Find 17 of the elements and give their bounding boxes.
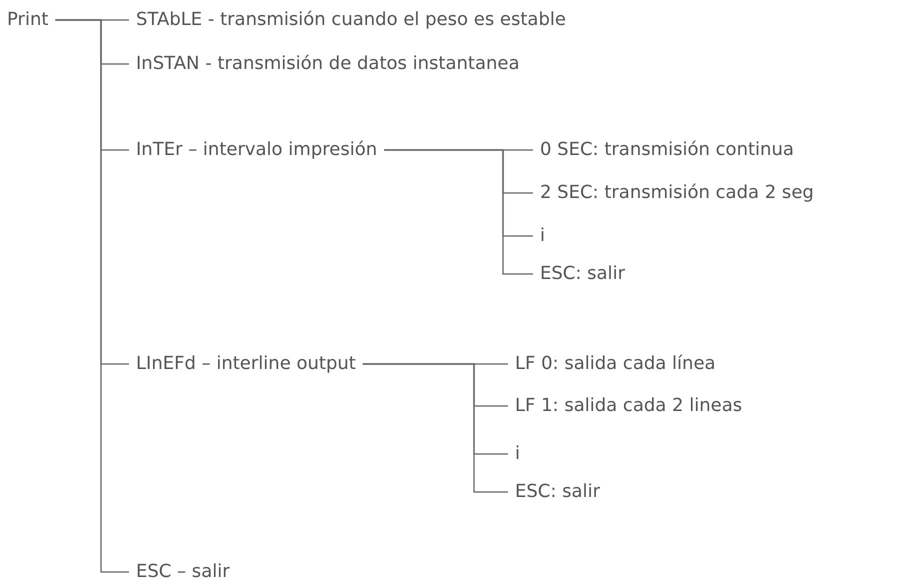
connector-line <box>384 149 533 275</box>
menu-item: LF 1: salida cada 2 lineas <box>515 395 742 417</box>
menu-item: LInEFd – interline output <box>136 353 356 375</box>
menu-item: i <box>515 443 520 465</box>
menu-item: i <box>540 225 546 247</box>
menu-item: InTEr – intervalo impresión <box>136 139 378 161</box>
connector-line <box>55 19 129 573</box>
menu-item: 0 SEC: transmisión continua <box>540 139 794 161</box>
menu-item: LF 0: salida cada línea <box>515 353 716 375</box>
menu-item: ESC: salir <box>540 263 625 285</box>
menu-item: STAbLE - transmisión cuando el peso es estable <box>136 9 566 31</box>
menu-item: Print <box>7 9 48 31</box>
menu-item: 2 SEC: transmisión cada 2 seg <box>540 182 814 204</box>
menu-item: InSTAN - transmisión de datos instantanea <box>136 53 520 75</box>
connector-line <box>362 363 508 493</box>
menu-item: ESC: salir <box>515 481 600 503</box>
menu-item: ESC – salir <box>136 561 230 583</box>
